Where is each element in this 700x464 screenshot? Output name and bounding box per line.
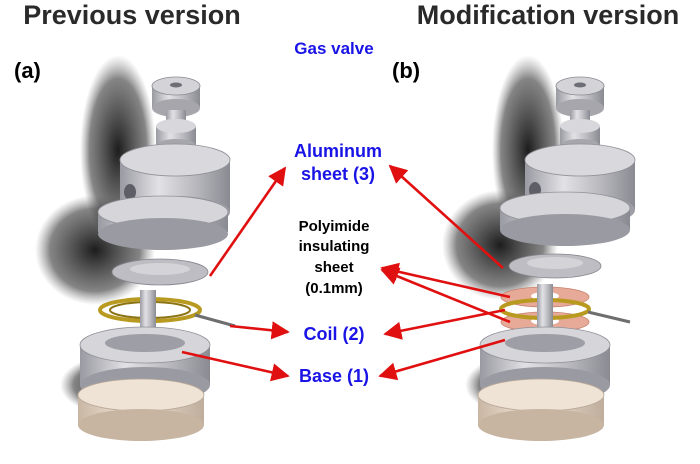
left-coil: [98, 290, 236, 338]
right-valve-body: [499, 143, 636, 246]
right-base: [477, 326, 611, 441]
right-aluminum-sheet: [508, 253, 602, 279]
panel-label-b: (b): [392, 58, 420, 83]
label-aluminum-line1: Aluminum: [294, 141, 382, 161]
arrow-aluminum-left: [208, 166, 287, 277]
panel-labels: (a) (b): [14, 58, 420, 83]
right-gas-valve: [555, 76, 605, 153]
headers: Previous version Modification version: [23, 0, 679, 30]
left-assembly: [35, 55, 236, 441]
callout-labels: Gas valve Aluminum sheet (3) Polyimide i…: [294, 39, 382, 386]
callout-arrows: [181, 164, 511, 382]
header-previous-version: Previous version: [23, 0, 241, 30]
label-polyimide-line2: insulating: [299, 238, 370, 255]
label-gas-valve: Gas valve: [294, 39, 373, 58]
label-aluminum-line2: sheet (3): [301, 164, 375, 184]
left-base: [77, 326, 211, 441]
right-coil: [499, 284, 631, 336]
label-polyimide-line1: Polyimide: [299, 218, 370, 235]
arrow-polyimide-upper: [380, 262, 511, 299]
left-valve-body: [97, 143, 231, 250]
label-base: Base (1): [299, 366, 369, 386]
label-polyimide-line4: (0.1mm): [305, 280, 363, 297]
left-gas-valve: [151, 76, 201, 153]
right-assembly: [442, 55, 636, 441]
arrow-aluminum-right: [388, 164, 504, 269]
left-aluminum-sheet: [111, 258, 209, 286]
header-modification-version: Modification version: [417, 0, 680, 30]
label-coil: Coil (2): [304, 324, 365, 344]
panel-label-a: (a): [14, 58, 41, 83]
label-polyimide-line3: sheet: [314, 259, 353, 276]
arrow-base-right: [378, 338, 506, 381]
arrow-coil-right: [383, 308, 506, 340]
arrow-coil-left: [229, 321, 290, 340]
arrow-base-left: [181, 350, 290, 382]
